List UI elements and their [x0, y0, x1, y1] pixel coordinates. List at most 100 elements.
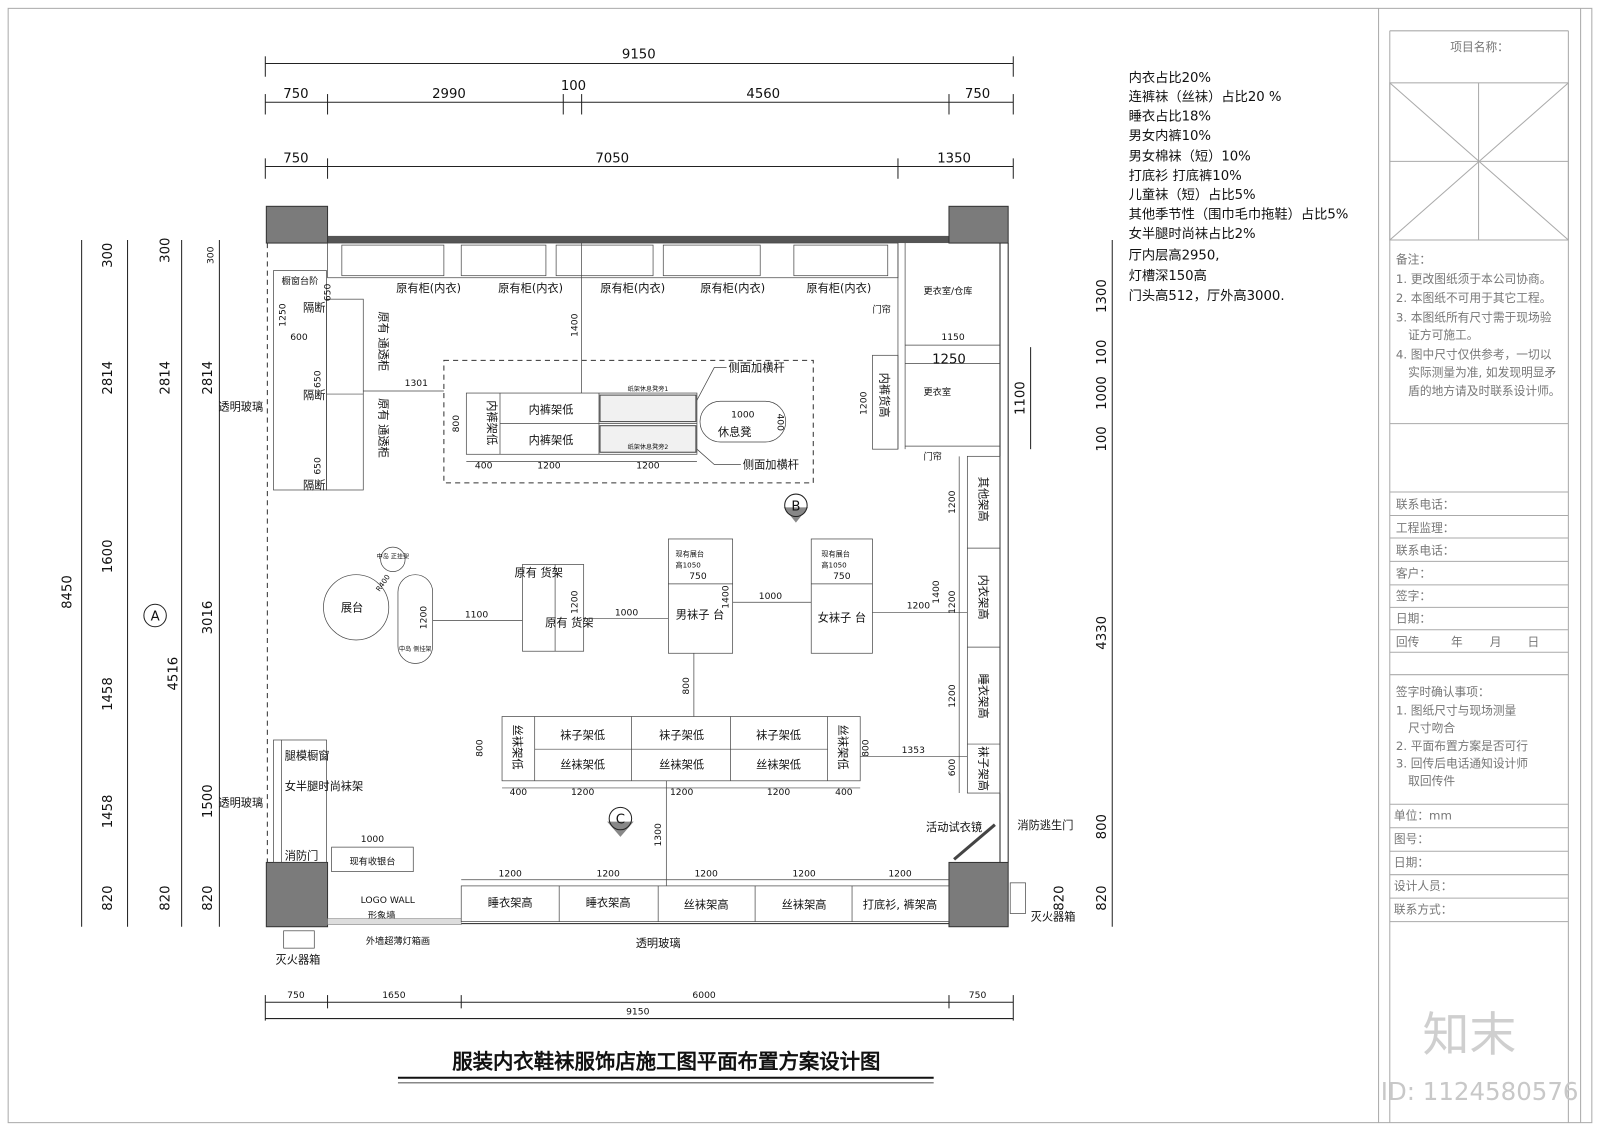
shelf-label: 睡衣架高 [488, 895, 533, 909]
half-leg-rack-label: 女半腿时尚袜架 [285, 779, 364, 793]
womens-sock-table: 女袜子 台 [818, 611, 866, 625]
remark: 1. 更改图纸须于本公司协商。 [1396, 272, 1552, 286]
dim-label: 400 [475, 461, 493, 472]
contact-phone-field: 联系电话： [1396, 497, 1455, 511]
note: 男女内裤10% [1129, 127, 1211, 144]
dim-label: 1200 [947, 590, 958, 614]
dim-label: 1400 [931, 580, 942, 604]
bottom-zone: 腿模橱窗 女半腿时尚袜架 消防门 透明玻璃 1000 现有收银台 LOGO WA… [218, 739, 1076, 966]
note: 其他季节性（围巾毛巾拖鞋）占比5% [1129, 207, 1349, 223]
lightbox-label: 外墙超薄灯箱画 [366, 935, 430, 947]
curtain-label: 门帘 [923, 450, 941, 462]
return-month: 月 [1490, 635, 1502, 649]
extinguisher-label: 灭火器箱 [1031, 910, 1076, 924]
dim-label: 3016 [201, 601, 216, 635]
dim-label: 1400 [721, 585, 732, 609]
center-rack-front-label: 中岛 正挂架 [377, 552, 410, 560]
glass-label: 透明玻璃 [636, 936, 681, 950]
orig-cabinet-label: 原有 通透柜 [377, 398, 391, 458]
dim-label: 820 [1052, 886, 1067, 911]
note: 男女棉袜（短）10% [1129, 147, 1251, 164]
unit-field: 单位：mm [1394, 809, 1452, 823]
shelf-label: 丝袜架低 [659, 758, 704, 772]
dim-label: 1600 [101, 539, 116, 573]
signature-field: 签字： [1396, 589, 1431, 603]
dim-label: 1200 [419, 606, 430, 630]
remark: 4. 图中尺寸仅供参考，一切以 [1396, 347, 1552, 361]
section-marker-b: B [783, 493, 809, 523]
cabinet-label: 原有柜(内衣) [600, 281, 665, 295]
dim-label: 7050 [595, 151, 629, 166]
dim-label: 300 [205, 246, 216, 264]
cabinet-label: 原有柜(内衣) [498, 281, 563, 295]
glass-label: 透明玻璃 [218, 399, 263, 413]
shelf-label: 丝袜架低 [836, 725, 850, 770]
shelf-label: 袜子架低 [756, 728, 801, 742]
fitting-storage-label: 更衣室/仓库 [923, 285, 972, 297]
remark: 实际测量为准, 如发现明显矛 [1408, 366, 1556, 380]
drawing-number-field: 图号： [1394, 832, 1429, 846]
dim-label: 820 [158, 886, 173, 911]
underwear-shelf-label: 内裤货高 [878, 373, 892, 418]
confirm-item: 取回传件 [1408, 774, 1455, 788]
height-label: 高1050 [676, 561, 702, 570]
watermark-logo: 知末 [1422, 1008, 1516, 1063]
dim-label: 1300 [1095, 279, 1110, 313]
dim-label: 2814 [201, 361, 216, 395]
window-step-label: 橱窗台阶 [282, 275, 319, 287]
contact-field: 联系方式： [1394, 902, 1453, 916]
section-marker-c: C [607, 806, 634, 837]
dim-label: 1250 [932, 352, 966, 367]
dim-label: 100 [1095, 340, 1110, 365]
dim-label: 750 [689, 571, 707, 582]
walls [265, 205, 1009, 928]
dim-label: 1200 [499, 869, 523, 880]
note: 门头高512，厅外高3000. [1129, 287, 1285, 304]
middle-zone: 展台 R400 中岛 正挂架 中岛 侧挂架 1200 1100 原有 货架 原有… [323, 538, 968, 717]
underwear-low-shelf: 内裤架低 [485, 400, 499, 445]
column [948, 205, 1009, 244]
fire-exit-label: 消防逃生门 [1017, 818, 1073, 832]
mirror-icon [953, 823, 996, 861]
center-low-shelf: 丝袜架低 丝袜架低 袜子架低 袜子架低 袜子架低 丝袜架低 丝袜架低 丝袜架低 … [475, 716, 968, 886]
sheet-border [7, 7, 1593, 1124]
underwear-low-shelf: 内裤架低 [529, 433, 574, 447]
shelf-label: 袜子架低 [560, 728, 605, 742]
dim-label: 820 [101, 886, 116, 911]
shelf-label: 睡衣架高 [586, 895, 631, 909]
fitting-rooms: 更衣室/仓库 更衣室 门帘 门帘 1150 1250 1200 内裤货高 [858, 243, 1000, 462]
dim-label: 820 [1095, 886, 1110, 911]
note: 灯槽深150高 [1129, 267, 1207, 284]
dim-label: 400 [510, 787, 528, 798]
dim-label: 1650 [382, 990, 406, 1001]
dim-label: 1200 [537, 461, 561, 472]
dim-label: 1200 [571, 787, 595, 798]
cabinet-label: 原有柜(内衣) [806, 281, 871, 295]
left-dimensions: 8450 300 2814 1600 1458 1458 820 300 281… [60, 238, 220, 927]
dim-label: 1250 [278, 303, 289, 327]
partition-label: 隔断 [303, 478, 325, 492]
shelf-label: 丝袜架高 [782, 897, 827, 911]
side-bar-label: 侧面加横杆 [729, 361, 785, 375]
cashier-label: 现有收银台 [350, 855, 396, 867]
dim-label: 800 [1095, 814, 1110, 839]
shelf-label: 其他架高 [977, 477, 991, 522]
dim-label: 300 [158, 238, 173, 263]
fire-door-label: 消防门 [285, 848, 319, 862]
dim-label: 300 [101, 243, 116, 268]
note: 女半腿时尚袜占比2% [1129, 225, 1256, 242]
dim-label: 1350 [937, 151, 971, 166]
dim-label: 1301 [405, 378, 428, 389]
dim-label: 1000 [1095, 376, 1110, 410]
remark: 2. 本图纸不可用于其它工程。 [1396, 291, 1552, 305]
svg-text:A: A [151, 610, 160, 625]
right-shelves: 其他架高 内衣架高 睡衣架高 袜子架高 1200 1200 1200 600 [947, 455, 1001, 794]
shelf-label: 袜子架高 [977, 746, 991, 791]
dim-label: 1200 [947, 684, 958, 708]
remark: 盾的地方请及时联系设计师。 [1408, 384, 1560, 398]
bottom-dimensions: 750 1650 6000 750 9150 [264, 990, 1014, 1021]
note: 睡衣占比18% [1129, 109, 1211, 125]
mirror-label: 活动试衣镜 [926, 820, 982, 834]
note: 内衣占比20% [1129, 70, 1211, 86]
glass-label: 透明玻璃 [218, 795, 263, 809]
